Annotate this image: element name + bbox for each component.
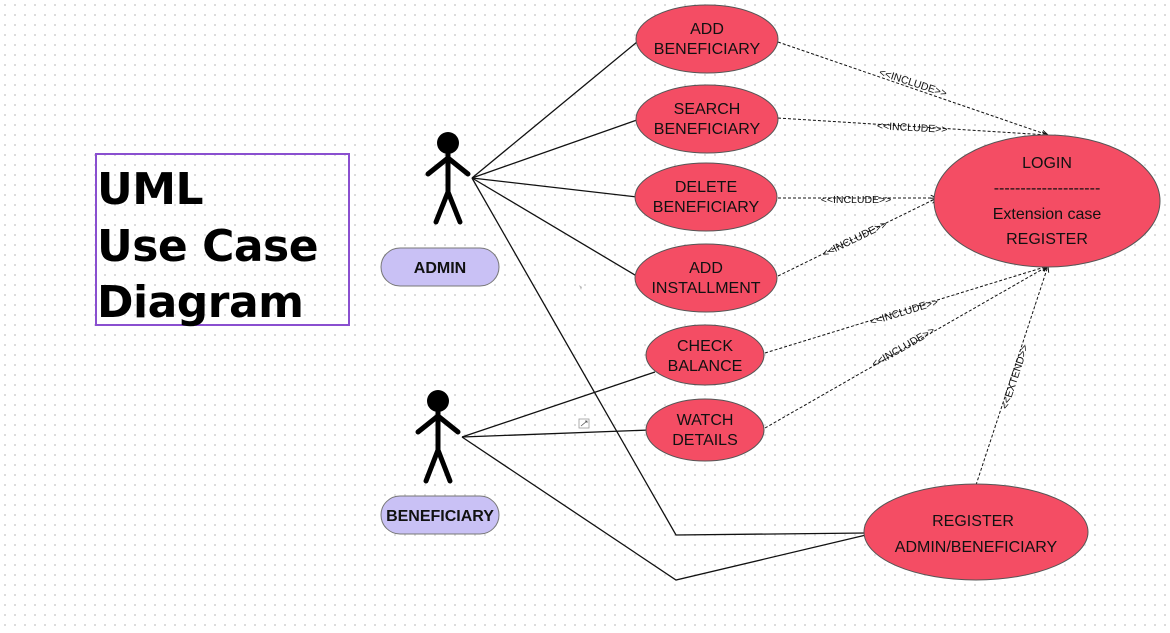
usecase-check-balance: CHECK BALANCE <box>645 324 765 386</box>
diagram-title-box: UML Use Case Diagram <box>95 153 350 326</box>
include-label-delete-beneficiary: <<INCLUDE>> <box>821 194 892 206</box>
actor-label-admin: ADMIN <box>380 247 500 287</box>
admin-actor-icon <box>425 132 471 225</box>
usecase-login: LOGIN -------------------- Extension cas… <box>933 134 1161 268</box>
include-line-check-balance <box>764 266 1048 354</box>
extend-label-register: <<EXTEND>> <box>999 343 1031 411</box>
usecase-add-beneficiary: ADD BENEFICIARY <box>635 4 779 74</box>
diagram-title-line3: Diagram <box>97 277 304 328</box>
include-line-add-installment <box>777 198 937 277</box>
beneficiary-actor-icon <box>415 390 461 484</box>
usecase-register-line2: ADMIN/BENEFICIARY <box>895 539 1058 556</box>
usecase-delete-beneficiary-line2: BENEFICIARY <box>653 199 760 216</box>
usecase-add-beneficiary-line1: ADD <box>690 21 724 38</box>
usecase-register: REGISTER ADMIN/BENEFICIARY <box>863 483 1089 581</box>
usecase-delete-beneficiary: DELETE BENEFICIARY <box>634 162 778 232</box>
actor-label-admin-text: ADMIN <box>414 260 466 277</box>
actor-label-beneficiary: BENEFICIARY <box>380 495 500 535</box>
usecase-check-balance-line1: CHECK <box>677 338 733 355</box>
assoc-admin-register <box>471 177 867 536</box>
usecase-check-balance-line2: BALANCE <box>668 358 743 375</box>
usecase-add-beneficiary-line2: BENEFICIARY <box>654 41 761 58</box>
resize-handle-icon[interactable] <box>578 418 590 429</box>
actor-label-beneficiary-text: BENEFICIARY <box>386 508 494 525</box>
usecase-register-line1: REGISTER <box>932 513 1014 530</box>
extend-line-register <box>975 266 1048 486</box>
usecase-login-title: LOGIN <box>1022 155 1072 172</box>
diagram-title-line2: Use Case <box>97 221 319 272</box>
assoc-beneficiary-register <box>461 436 867 581</box>
include-line-search-beneficiary <box>777 117 1048 135</box>
cursor-icon <box>579 285 582 290</box>
usecase-watch-details-line2: DETAILS <box>672 432 738 449</box>
include-label-add-installment: <<INCLUDE>> <box>820 218 889 260</box>
usecase-login-divider: -------------------- <box>994 180 1101 197</box>
assoc-admin-add-beneficiary <box>471 41 638 179</box>
assoc-admin-search-beneficiary <box>471 119 638 179</box>
usecase-add-installment-line2: INSTALLMENT <box>651 280 760 297</box>
association-lines <box>461 41 867 581</box>
include-label-check-balance: <<INCLUDE>> <box>869 296 940 328</box>
usecase-delete-beneficiary-line1: DELETE <box>675 179 737 196</box>
include-label-search-beneficiary: <<INCLUDE>> <box>877 120 948 136</box>
assoc-beneficiary-check-balance <box>461 371 656 438</box>
include-label-watch-details: <<INCLUDE>> <box>870 325 937 371</box>
include-line-add-beneficiary <box>777 41 1048 135</box>
assoc-admin-add-installment <box>471 177 641 279</box>
usecase-search-beneficiary-line1: SEARCH <box>674 101 741 118</box>
usecase-search-beneficiary: SEARCH BENEFICIARY <box>635 84 779 154</box>
dependency-lines <box>764 41 1048 486</box>
assoc-admin-delete-beneficiary <box>471 177 638 198</box>
usecase-watch-details: WATCH DETAILS <box>645 398 765 462</box>
diagram-title-line1: UML <box>97 164 204 215</box>
include-label-add-beneficiary: <<INCLUDE>> <box>877 67 948 100</box>
include-line-watch-details <box>764 266 1048 429</box>
usecase-search-beneficiary-line2: BENEFICIARY <box>654 121 761 138</box>
assoc-beneficiary-watch-details <box>461 429 651 438</box>
usecase-add-installment: ADD INSTALLMENT <box>634 243 778 313</box>
usecase-login-extension-register: REGISTER <box>1006 231 1088 248</box>
usecase-watch-details-line1: WATCH <box>677 412 734 429</box>
usecase-login-extension-label: Extension case <box>993 206 1102 223</box>
usecase-add-installment-line1: ADD <box>689 260 723 277</box>
